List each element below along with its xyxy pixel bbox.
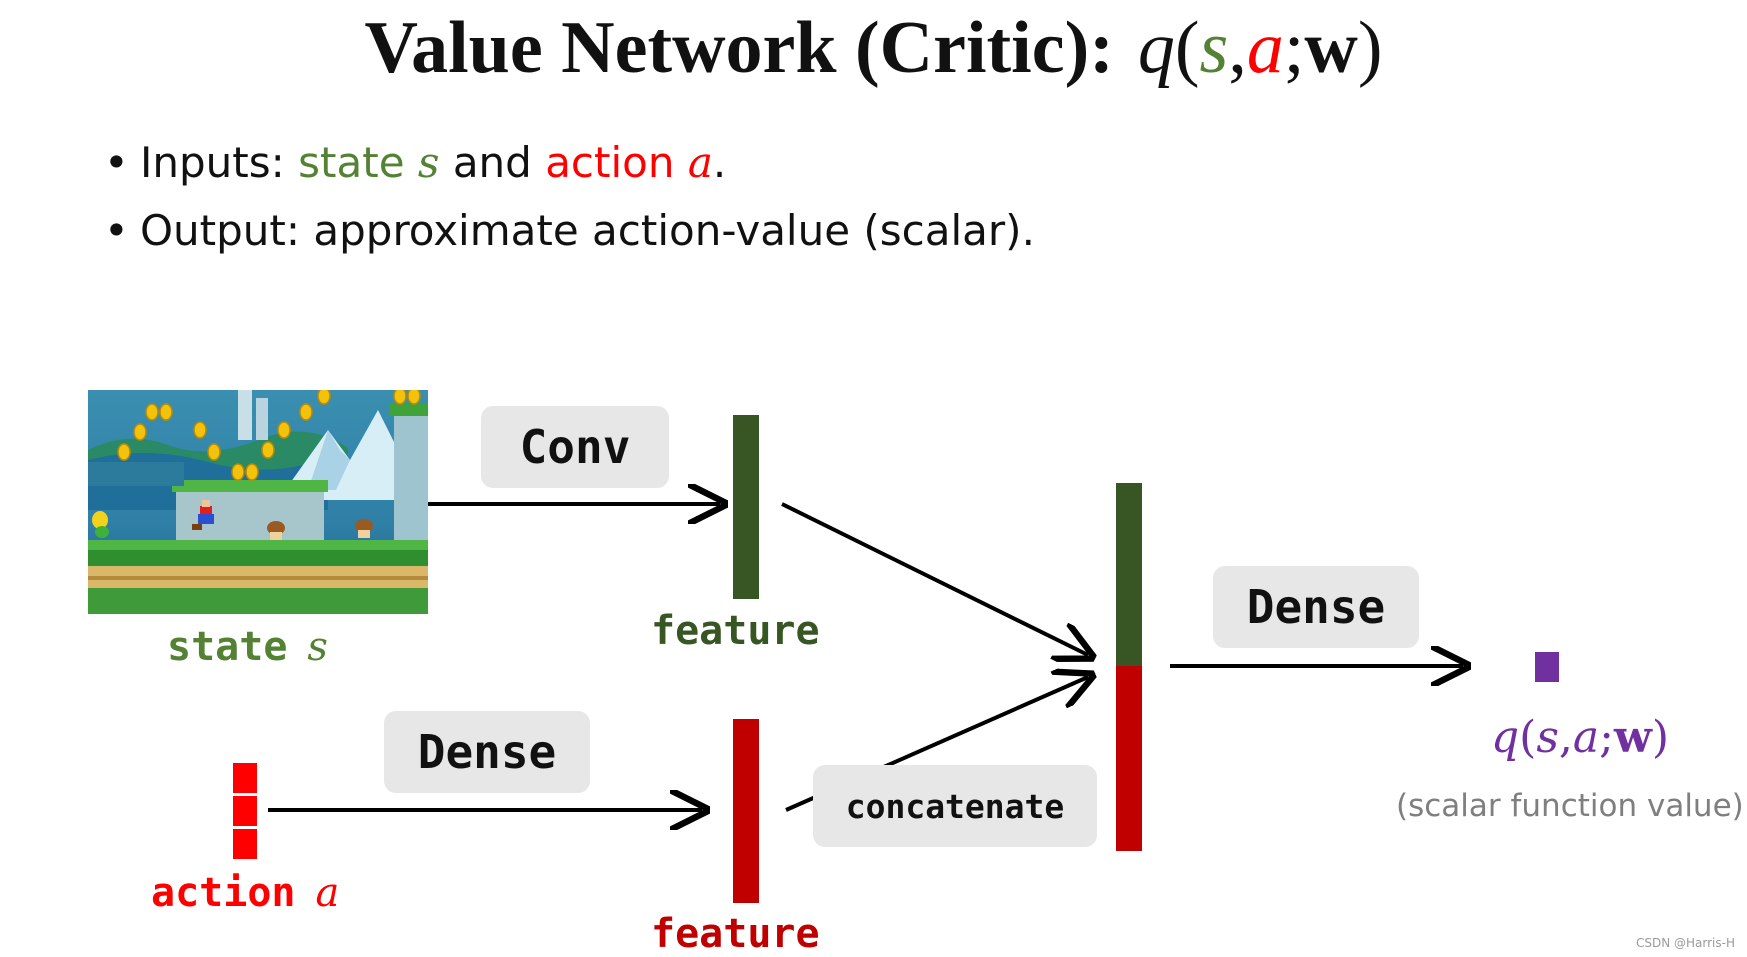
- action-label-word: action: [151, 870, 296, 916]
- bullet-action-word: action: [545, 138, 675, 187]
- output-formula: q(s,a;w): [1420, 712, 1740, 763]
- formula-a: a: [1246, 7, 1284, 89]
- action-feature-label: feature: [651, 911, 820, 957]
- output-caption: (scalar function value): [1396, 788, 1744, 824]
- formula-q: q: [1137, 7, 1175, 89]
- concat-bar-state-part: [1116, 483, 1142, 666]
- state-feature-text: feature: [651, 608, 820, 654]
- bullet-action-var: a: [687, 138, 713, 187]
- bullet-output-text: Output: approximate action-value (scalar…: [140, 206, 1035, 255]
- action-label-var: a: [315, 870, 340, 916]
- bullet-dot: •: [104, 206, 129, 255]
- bullet-inputs-prefix: Inputs:: [140, 138, 299, 187]
- output-scalar: [1535, 652, 1559, 682]
- out-s: s: [1536, 712, 1559, 763]
- action-feature-bar: [733, 719, 759, 903]
- concatenate-box: concatenate: [813, 765, 1097, 847]
- action-feature-text: feature: [651, 911, 820, 957]
- action-vector-cell: [233, 763, 257, 793]
- dense-action-box: Dense: [384, 711, 590, 793]
- title-formula: q(s,a;w): [1138, 7, 1383, 89]
- game-state-image: [88, 390, 428, 614]
- out-q: q: [1490, 712, 1520, 763]
- watermark: CSDN @Harris-H: [1636, 936, 1735, 950]
- action-vector-cell: [233, 796, 257, 826]
- out-a: a: [1572, 712, 1600, 763]
- formula-close: ): [1357, 7, 1383, 89]
- formula-semicolon: ;: [1283, 7, 1305, 89]
- bullet-state-var: s: [417, 138, 440, 187]
- dense-action-label: Dense: [417, 725, 557, 779]
- action-vector: [233, 763, 257, 859]
- state-label-word: state: [167, 624, 288, 670]
- bullet-dot: •: [104, 138, 129, 187]
- state-feature-label: feature: [651, 608, 820, 654]
- bullet-inputs: •Inputs: state s and action a.: [104, 138, 726, 187]
- concatenate-label: concatenate: [845, 786, 1065, 826]
- formula-open: (: [1174, 7, 1200, 89]
- title-text: Value Network (Critic):: [364, 7, 1114, 89]
- dense-output-label: Dense: [1246, 580, 1386, 634]
- concat-bar-action-part: [1116, 666, 1142, 851]
- state-label-var: s: [307, 624, 328, 670]
- dense-output-box: Dense: [1213, 566, 1419, 648]
- out-semicolon: ;: [1599, 712, 1614, 763]
- out-comma: ,: [1558, 712, 1573, 763]
- arrow-state-feature-to-concat: [781, 502, 1088, 655]
- out-w: w: [1613, 712, 1652, 763]
- bullet-inputs-end: .: [712, 138, 727, 187]
- conv-box: Conv: [481, 406, 669, 488]
- bullet-state-word: state: [298, 138, 405, 187]
- bullet-output: •Output: approximate action-value (scala…: [104, 206, 1035, 255]
- state-feature-bar: [733, 415, 759, 599]
- bullet-inputs-mid: and: [439, 138, 546, 187]
- formula-comma: ,: [1228, 7, 1247, 89]
- formula-w: w: [1304, 7, 1358, 89]
- formula-s: s: [1199, 7, 1229, 89]
- action-vector-cell: [233, 829, 257, 859]
- conv-label: Conv: [519, 420, 631, 474]
- page-title: Value Network (Critic): q(s,a;w): [0, 6, 1747, 91]
- out-open: (: [1519, 712, 1537, 763]
- out-close: ): [1651, 712, 1670, 763]
